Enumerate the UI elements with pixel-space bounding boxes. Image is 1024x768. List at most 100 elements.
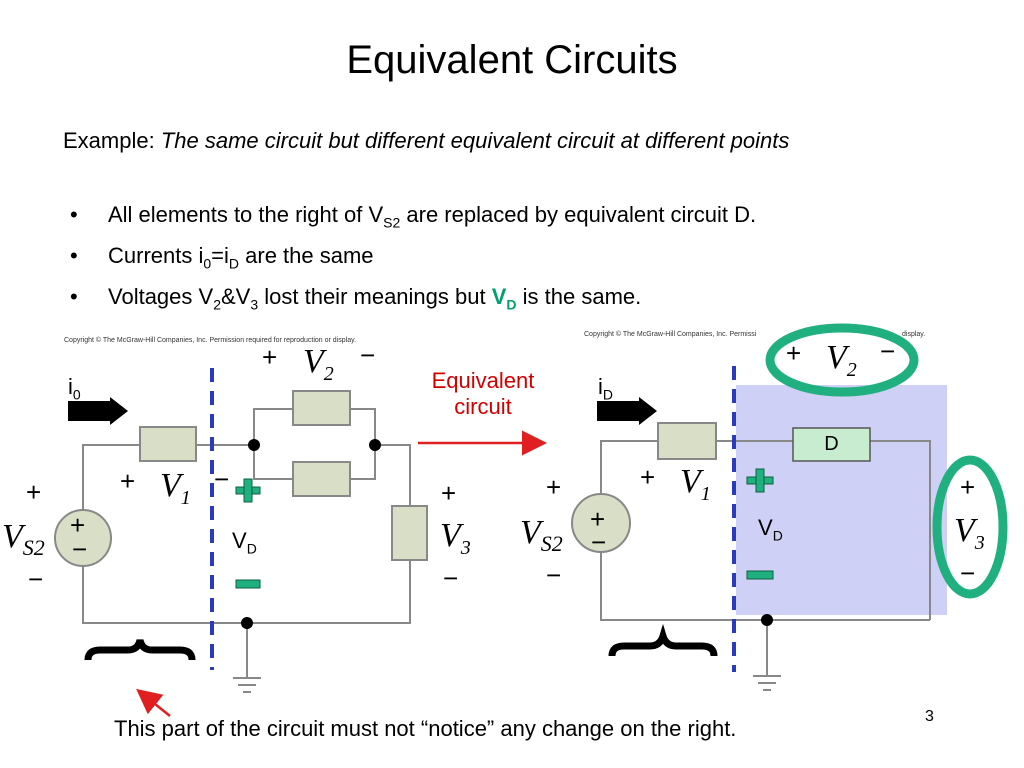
bullet-text: are replaced by equivalent circuit D. (400, 202, 757, 227)
v3-letter: V (440, 517, 461, 554)
current-label: i0 (68, 374, 81, 402)
bullet-text: is the same. (516, 284, 642, 309)
current-arrow-icon (68, 397, 128, 425)
wire (375, 444, 411, 506)
v2-plus: + (262, 342, 278, 372)
bullet-dot: • (70, 243, 78, 268)
brace-icon (84, 639, 196, 661)
bullet-sub: S2 (383, 214, 401, 231)
vs-sub: S2 (540, 530, 563, 556)
bullet-text: &V (220, 284, 251, 309)
v2-letter: V (826, 339, 847, 376)
bullet-dot: • (70, 202, 78, 227)
v2-resistor-bottom (292, 461, 351, 497)
current-label: iD (598, 374, 613, 402)
vd-minus-icon (746, 570, 774, 580)
vd-highlight: VD (491, 284, 517, 313)
v3-highlight-ellipse (932, 455, 1008, 599)
v2-minus: − (360, 340, 376, 370)
brace-icon (608, 623, 718, 657)
v1-plus: + (640, 462, 656, 492)
copyright-note: Copyright © The McGraw-Hill Companies, I… (584, 331, 757, 338)
vd-letter: V (758, 515, 773, 540)
current-letter: i (68, 374, 73, 399)
bullet-dot: • (70, 284, 78, 309)
d-box (792, 427, 871, 462)
v1-letter: V (680, 463, 701, 500)
current-sub: 0 (72, 386, 81, 403)
vd-label: VD (232, 528, 257, 556)
example-text: The same circuit but different equivalen… (160, 128, 790, 153)
bullet-sub: 0 (203, 255, 212, 272)
bullet-sub: 2 (213, 296, 221, 313)
wire (600, 440, 658, 494)
vs-label: VS2 (2, 518, 45, 561)
vd-plus-icon (755, 468, 765, 493)
v2-letter: V (303, 343, 324, 380)
current-sub: D (602, 386, 614, 403)
vs-letter: V (520, 514, 541, 551)
v1-sub: 1 (700, 482, 711, 505)
page-number: 3 (925, 708, 934, 725)
current-letter: i (598, 374, 603, 399)
v1-plus: + (120, 466, 136, 496)
vd-sub: D (506, 296, 517, 313)
bullet-text: Currents i (108, 243, 204, 268)
vs-plus: + (546, 472, 562, 502)
v2-plus: + (786, 338, 802, 368)
bullet-2: •Currents i0=iD are the same (70, 243, 374, 271)
v2-highlight-ellipse (765, 323, 919, 397)
v1-letter: V (160, 467, 181, 504)
v3-sub: 3 (460, 536, 471, 559)
vd-minus-icon (235, 579, 261, 589)
equivalent-line1: Equivalent (431, 368, 535, 393)
v3-letter: V (954, 512, 975, 549)
vd-sub: D (246, 540, 257, 557)
v1-resistor (139, 426, 197, 462)
vd-sub: D (772, 527, 783, 544)
example-label: Example: (63, 128, 155, 153)
v2-sub: 2 (323, 362, 334, 385)
wire (82, 444, 140, 510)
source-plus: + (590, 504, 606, 534)
v3-minus: − (960, 558, 976, 588)
vs-letter: V (2, 518, 23, 555)
wire (82, 560, 411, 624)
wire (350, 445, 376, 480)
vd-plus-icon (243, 478, 253, 503)
node-dot (369, 439, 381, 451)
v2-resistor-top (292, 390, 351, 426)
bullet-sub: 3 (250, 296, 259, 313)
vd-letter: V (491, 284, 507, 309)
v2-minus: − (880, 336, 896, 366)
pointer-arrow-icon (136, 688, 171, 717)
v2-sub: 2 (846, 358, 857, 381)
v3-plus: + (441, 478, 457, 508)
vs-label: VS2 (520, 514, 563, 557)
wire (350, 408, 376, 445)
copyright-note-tail: display. (902, 331, 926, 338)
v3-label: V3 (440, 517, 471, 560)
v1-resistor (657, 422, 717, 460)
v3-label: V3 (954, 512, 985, 555)
bullet-sub: D (228, 255, 240, 272)
bullet-3: •Voltages V2&V3 lost their meanings but … (70, 284, 641, 312)
voltage-source (571, 493, 631, 553)
v1-label: V1 (680, 463, 711, 506)
example-line: Example: The same circuit but different … (63, 128, 789, 154)
vd-label: VD (758, 515, 783, 543)
d-box-label: D (824, 433, 839, 455)
node-dot (761, 614, 773, 626)
v3-plus: + (960, 472, 976, 502)
v1-sub: 1 (180, 486, 191, 509)
right-circuit (600, 440, 931, 691)
vd-letter: V (232, 528, 247, 553)
vs-minus: − (28, 564, 44, 594)
bullet-1: •All elements to the right of VS2 are re… (70, 202, 756, 230)
bullet-text: Voltages V (108, 284, 214, 309)
bullet-text: lost their meanings but (258, 284, 492, 309)
v3-sub: 3 (974, 531, 985, 554)
source-minus: − (72, 534, 88, 564)
equivalent-line2: circuit (454, 394, 512, 419)
